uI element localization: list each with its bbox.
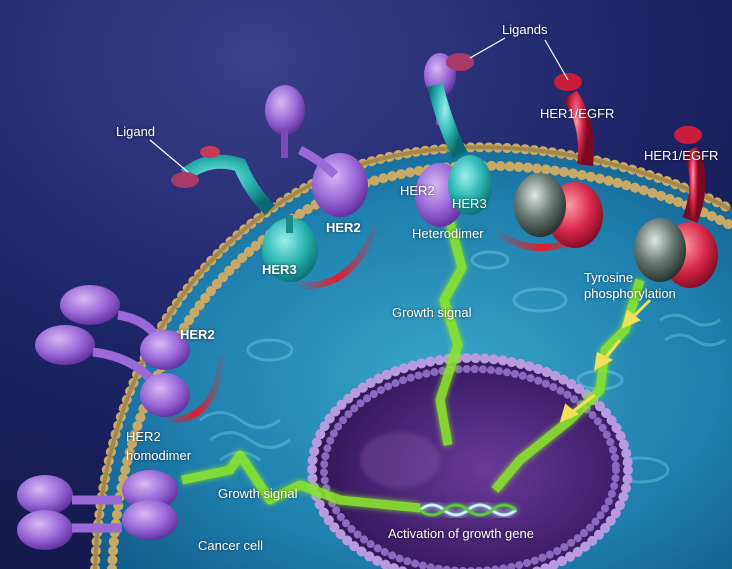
- her2-label-mid: HER2: [326, 220, 361, 235]
- her2-homodimer-label: HER2: [126, 429, 161, 444]
- homodimer-label: homodimer: [126, 448, 192, 463]
- dna-helix-icon: [419, 503, 517, 517]
- phosphorylation-arrows: [559, 298, 652, 423]
- ligands-label: Ligands: [502, 22, 548, 37]
- heterodimer-label: Heterodimer: [412, 226, 484, 241]
- her2-homodimer: [17, 470, 178, 550]
- her2-label-left: HER2: [180, 327, 215, 342]
- chromatin: [360, 432, 440, 488]
- growth-signal-label-bottom: Growth signal: [218, 486, 298, 501]
- tyrosine-label: Tyrosine: [584, 270, 634, 285]
- ligand-icon: [171, 146, 220, 188]
- nucleus: [312, 358, 628, 569]
- ligand-icon-center: [446, 53, 474, 71]
- nuclear-envelope-outer: [307, 353, 633, 569]
- activation-label: Activation of growth gene: [388, 526, 534, 541]
- her3-label-left: HER3: [262, 262, 297, 277]
- growth-signal-paths: [181, 213, 645, 513]
- phosphorylation-label: phosphorylation: [584, 286, 676, 301]
- her1-egfr-receptor-b: [634, 126, 718, 288]
- cancer-cell-label: Cancer cell: [198, 538, 264, 553]
- her3-receptor-top-left: [180, 154, 318, 282]
- label-leader-lines: [149, 37, 569, 173]
- her1-egfr-label-a: HER1/EGFR: [540, 106, 615, 121]
- her2-receptor-top-left: [265, 85, 368, 217]
- her1-egfr-label-b: HER1/EGFR: [644, 148, 719, 163]
- growth-signal-label-top: Growth signal: [392, 305, 472, 320]
- her2-label-center: HER2: [400, 183, 435, 198]
- her3-label-center: HER3: [452, 196, 487, 211]
- nuclear-envelope-inner: [320, 365, 620, 569]
- her2-receptor-left-pair: [35, 285, 190, 417]
- her3-receptor-center: [427, 83, 492, 215]
- ligand-label: Ligand: [116, 124, 156, 139]
- her1-egfr-receptor-a: [514, 73, 603, 248]
